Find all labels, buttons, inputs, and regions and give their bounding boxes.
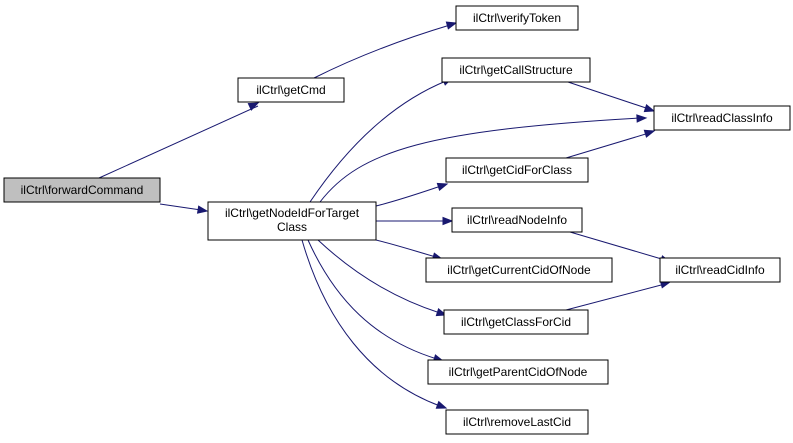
edge-line bbox=[309, 80, 447, 203]
node-get-class-for-cid-label: ilCtrl\getClassForCid bbox=[461, 315, 571, 329]
node-get-node-id-for-target-class[interactable]: ilCtrl\getNodeIdForTarget Class bbox=[207, 201, 377, 241]
edge-getCidForClass-to-readClassInfo bbox=[565, 129, 656, 159]
edge-line bbox=[317, 239, 441, 314]
edge-getNodeIdForTargetClass-to-removeLastCid bbox=[301, 239, 448, 409]
node-get-class-for-cid-box bbox=[443, 309, 589, 335]
node-get-cmd-box bbox=[237, 77, 345, 103]
arrowhead-icon bbox=[643, 104, 656, 113]
node-get-node-id-for-target-class-box bbox=[207, 201, 377, 241]
edge-line bbox=[313, 24, 451, 79]
arrowhead-icon bbox=[247, 102, 260, 111]
edge-getNodeIdForTargetClass-to-readClassInfo bbox=[319, 114, 648, 203]
arrowhead-icon bbox=[196, 205, 209, 214]
edge-line bbox=[565, 132, 650, 159]
node-get-parent-cid-of-node[interactable]: ilCtrl\getParentCidOfNode bbox=[427, 359, 609, 385]
node-verify-token-label: ilCtrl\verifyToken bbox=[473, 11, 561, 25]
edge-forwardCommand-to-getCmd bbox=[98, 102, 260, 179]
node-read-class-info-label: ilCtrl\readClassInfo bbox=[671, 111, 773, 125]
node-get-call-structure-label: ilCtrl\getCallStructure bbox=[459, 63, 573, 77]
edge-getClassForCid-to-readCidInfo bbox=[565, 280, 672, 311]
node-get-current-cid-of-node-label: ilCtrl\getCurrentCidOfNode bbox=[447, 263, 591, 277]
node-get-call-structure-box bbox=[441, 57, 591, 83]
node-read-class-info-box bbox=[653, 105, 791, 131]
node-get-cid-for-class[interactable]: ilCtrl\getCidForClass bbox=[445, 157, 589, 183]
node-get-call-structure[interactable]: ilCtrl\getCallStructure bbox=[441, 57, 591, 83]
node-verify-token-box bbox=[455, 5, 579, 31]
edge-line bbox=[375, 239, 437, 258]
node-forward-command-box bbox=[3, 177, 161, 203]
edge-line bbox=[375, 185, 442, 207]
edge-line bbox=[159, 203, 202, 211]
node-get-parent-cid-of-node-label: ilCtrl\getParentCidOfNode bbox=[449, 365, 588, 379]
node-remove-last-cid[interactable]: ilCtrl\removeLastCid bbox=[445, 409, 589, 435]
edge-line bbox=[565, 283, 666, 311]
node-read-class-info[interactable]: ilCtrl\readClassInfo bbox=[653, 105, 791, 131]
edge-line bbox=[98, 105, 259, 179]
arrowhead-icon bbox=[636, 114, 648, 123]
node-read-cid-info-label: ilCtrl\readCidInfo bbox=[675, 263, 765, 277]
node-get-cid-for-class-box bbox=[445, 157, 589, 183]
arrowhead-icon bbox=[643, 129, 656, 138]
node-verify-token[interactable]: ilCtrl\verifyToken bbox=[455, 5, 579, 31]
edge-getNodeIdForTargetClass-to-readNodeInfo bbox=[376, 216, 454, 226]
edge-line bbox=[301, 239, 441, 407]
node-get-cmd-label: ilCtrl\getCmd bbox=[256, 83, 325, 97]
edge-forwardCommand-to-getNodeIdForTargetClass bbox=[159, 203, 209, 214]
node-read-cid-info[interactable]: ilCtrl\readCidInfo bbox=[659, 257, 781, 283]
arrowhead-icon bbox=[435, 400, 448, 409]
node-forward-command-label: ilCtrl\forwardCommand bbox=[21, 183, 144, 197]
edge-getNodeIdForTargetClass-to-getParentCidOfNode bbox=[307, 239, 445, 363]
arrowhead-icon bbox=[442, 216, 454, 226]
node-forward-command[interactable]: ilCtrl\forwardCommand bbox=[3, 177, 161, 203]
node-get-node-id-for-target-class-label-line-2: Class bbox=[277, 220, 307, 234]
node-read-node-info-box bbox=[451, 207, 583, 233]
edge-line bbox=[569, 231, 666, 261]
node-get-current-cid-of-node-box bbox=[425, 257, 613, 283]
node-read-cid-info-box bbox=[659, 257, 781, 283]
node-get-node-id-for-target-class-label-line-1: ilCtrl\getNodeIdForTarget bbox=[225, 206, 360, 220]
edge-line bbox=[319, 117, 641, 203]
node-read-node-info[interactable]: ilCtrl\readNodeInfo bbox=[451, 207, 583, 233]
node-get-cid-for-class-label: ilCtrl\getCidForClass bbox=[462, 163, 572, 177]
edge-getNodeIdForTargetClass-to-getCidForClass bbox=[375, 182, 449, 207]
edge-line bbox=[567, 81, 650, 110]
node-remove-last-cid-box bbox=[445, 409, 589, 435]
node-read-node-info-label: ilCtrl\readNodeInfo bbox=[467, 213, 567, 227]
arrowhead-icon bbox=[436, 182, 449, 191]
edge-getCallStructure-to-readClassInfo bbox=[567, 81, 656, 113]
edge-line bbox=[307, 239, 438, 360]
arrowhead-icon bbox=[445, 21, 458, 30]
node-remove-last-cid-label: ilCtrl\removeLastCid bbox=[463, 415, 571, 429]
node-get-cmd[interactable]: ilCtrl\getCmd bbox=[237, 77, 345, 103]
edge-getCmd-to-verifyToken bbox=[313, 21, 458, 79]
node-get-current-cid-of-node[interactable]: ilCtrl\getCurrentCidOfNode bbox=[425, 257, 613, 283]
node-get-class-for-cid[interactable]: ilCtrl\getClassForCid bbox=[443, 309, 589, 335]
node-get-parent-cid-of-node-box bbox=[427, 359, 609, 385]
